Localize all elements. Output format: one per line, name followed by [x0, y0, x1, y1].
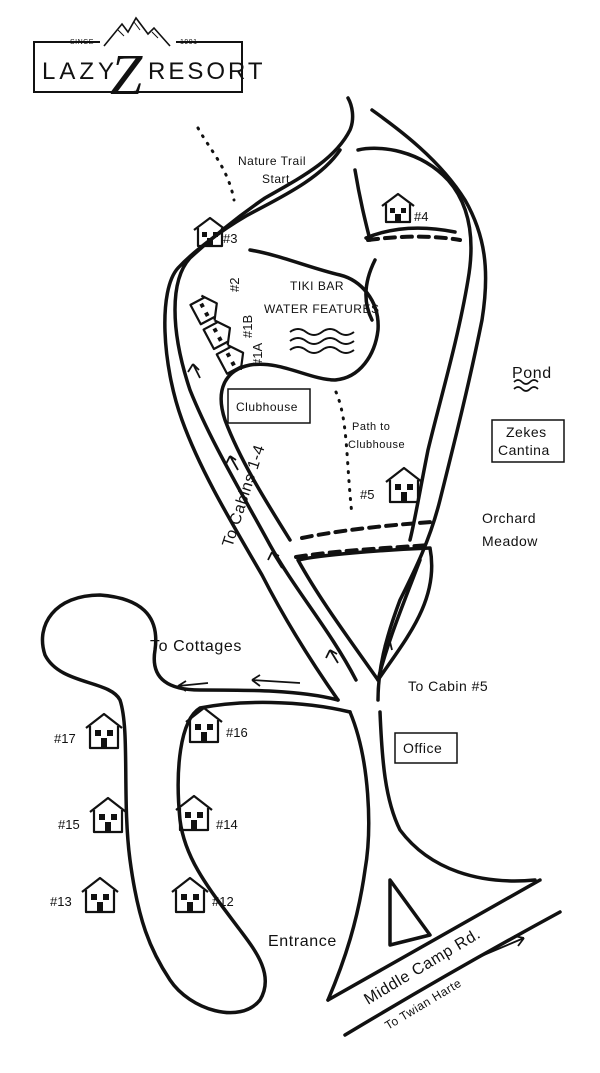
middle-camp-road-north — [326, 878, 542, 1002]
road-cabin4-top — [364, 226, 457, 240]
logo-resort: RESORT — [148, 58, 266, 85]
cabin-number-5: #5 — [360, 487, 374, 502]
cabin-number-3: #3 — [223, 231, 237, 246]
cabin-number-12: #12 — [212, 894, 234, 909]
path-to-clubhouse-label-2: Clubhouse — [348, 439, 405, 451]
road-branch-east — [376, 558, 422, 682]
pond-label: Pond — [512, 365, 552, 382]
road-main-east — [378, 710, 537, 883]
roads — [40, 96, 562, 1037]
cabin-number-1b: #1B — [240, 315, 255, 338]
clubhouse-path-dotted — [334, 390, 354, 517]
house-icon — [381, 192, 415, 224]
office-label: Office — [403, 740, 442, 756]
to-cabin5-label: To Cabin #5 — [408, 678, 488, 694]
cabin-number-17: #17 — [54, 731, 76, 746]
mountain-snow-icon — [117, 21, 159, 39]
road-east-outer — [370, 108, 488, 702]
cabin-numbers: #3 #4 #5 #2 #1B #1A #17 #16 #15 #14 #13 … — [50, 209, 428, 909]
arrow-icon — [177, 680, 209, 692]
resort-logo: SINCE 1991 LAZY Z RESORT — [33, 16, 266, 107]
arrow-icon — [225, 455, 239, 471]
house-icon — [193, 216, 227, 248]
road-cabin4-loop — [353, 168, 377, 322]
house-icon — [385, 466, 423, 504]
arrow-icon — [251, 674, 301, 687]
cantina-box — [491, 419, 565, 463]
road-east-inner — [356, 146, 473, 542]
logo-year: 1991 — [180, 39, 198, 46]
meadow-label: Meadow — [482, 533, 538, 549]
footpath-meadow-lower — [294, 543, 432, 559]
tiki-bar-label: TIKI BAR — [290, 279, 344, 293]
cabin-number-4: #4 — [414, 209, 428, 224]
house-icon — [185, 706, 223, 744]
mountain-logo-icon — [103, 16, 171, 47]
arrow-icon — [471, 935, 525, 961]
house-icon — [171, 876, 209, 914]
house-icon — [89, 796, 127, 834]
logo-lazy: LAZY — [42, 58, 118, 85]
cabin-number-16: #16 — [226, 725, 248, 740]
road-west-loop-outer — [173, 96, 358, 682]
nature-trail-label-1: Nature Trail — [238, 154, 306, 168]
cabin-number-14: #14 — [216, 817, 238, 832]
house-icon — [202, 319, 232, 351]
arrow-icon — [187, 363, 201, 379]
cabins — [81, 192, 423, 914]
logo-since: SINCE — [70, 39, 94, 46]
map-labels: Nature Trail Start TIKI BAR WATER FEATUR… — [150, 154, 552, 1033]
logo-gap — [100, 36, 176, 48]
cabin-number-13: #13 — [50, 894, 72, 909]
road-entrance-island — [388, 878, 432, 947]
house-icon — [189, 294, 218, 326]
nature-trail-dotted — [196, 126, 236, 202]
middle-camp-road-south — [343, 910, 562, 1037]
orchard-label: Orchard — [482, 510, 536, 526]
footpath-cabin4 — [366, 234, 462, 242]
arrow-icon — [267, 551, 283, 569]
house-icon — [81, 876, 119, 914]
walking-paths — [196, 126, 462, 559]
road-main-west — [326, 710, 371, 1002]
clubhouse-box — [227, 388, 311, 424]
arrow-icon — [382, 641, 393, 656]
water-waves-icon — [289, 328, 355, 354]
logo-z: Z — [110, 42, 143, 107]
cantina-label-1: Zekes — [506, 424, 547, 440]
arrow-icon — [325, 649, 339, 664]
cabin-number-2: #2 — [227, 278, 242, 292]
water-features-label: WATER FEATURES — [264, 302, 379, 316]
cabin-number-1a: #1A — [250, 343, 265, 366]
direction-arrows — [177, 363, 525, 961]
house-icon — [85, 712, 123, 750]
boxed-labels: Clubhouse Zekes Cantina Office — [227, 388, 565, 764]
cabin-row-1a-1b-2 — [189, 294, 245, 375]
road-west-loop-inner — [163, 148, 342, 702]
road-meadow-loop — [296, 546, 434, 682]
to-cottages-label: To Cottages — [150, 638, 242, 655]
house-icon — [175, 794, 213, 832]
house-icon — [215, 344, 245, 375]
cabin-number-15: #15 — [58, 817, 80, 832]
pond-waves-icon — [513, 379, 539, 392]
nature-trail-label-2: Start — [262, 172, 290, 186]
road-tiki-loop — [219, 248, 380, 542]
cantina-label-2: Cantina — [498, 442, 550, 458]
entrance-label: Entrance — [268, 933, 337, 950]
office-box — [394, 732, 458, 764]
path-to-clubhouse-label-1: Path to — [352, 421, 390, 433]
clubhouse-label: Clubhouse — [236, 400, 298, 414]
